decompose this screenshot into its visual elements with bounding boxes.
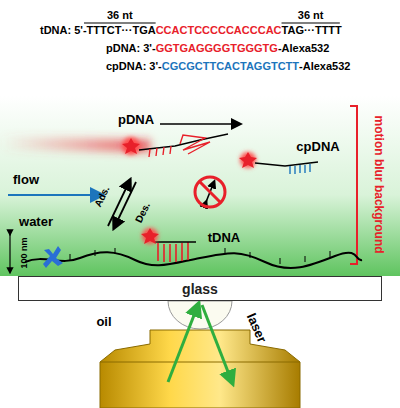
cpdna-label: cpDNA xyxy=(296,140,339,154)
sequence-part: cpDNA: 3'- xyxy=(106,60,162,72)
dna-strand xyxy=(255,162,318,166)
objective-ring xyxy=(100,362,300,363)
pdna-bases xyxy=(149,135,210,157)
dna-strand xyxy=(25,252,362,268)
oil-drop xyxy=(168,301,232,329)
sequence-part: TAG···TTTT xyxy=(282,24,342,36)
dye-glow xyxy=(240,152,256,168)
forbid-circle xyxy=(195,177,225,207)
cpdna-sequence: cpDNA: 3'-CGCGCTTCACTAGGTCTT-Alexa532 xyxy=(106,60,350,72)
length-label: 36 nt xyxy=(107,9,133,21)
dna-strand xyxy=(139,134,228,150)
slab-label: glass xyxy=(182,281,218,297)
base-ticks xyxy=(70,248,330,264)
sequence-part: pDNA: 3'- xyxy=(106,42,156,54)
pdna-label: pDNA xyxy=(118,113,154,127)
height-arrow xyxy=(9,234,10,272)
dye-glow xyxy=(142,228,158,244)
length-bracket xyxy=(282,22,340,23)
anchor-protein xyxy=(43,246,63,268)
dye-star xyxy=(239,152,257,168)
flow-arrow xyxy=(8,194,102,196)
tdna xyxy=(25,228,362,268)
hybrid-bases xyxy=(158,242,188,262)
height-label: 100 nm xyxy=(20,237,30,268)
flow-label: flow xyxy=(13,173,39,187)
glass-slab: glass xyxy=(18,276,382,301)
length-bracket xyxy=(84,22,156,23)
length-label: 36 nt xyxy=(298,9,324,21)
pdna-sequence: pDNA: 3'-GGTGAGGGGTGGGTG-Alexa532 xyxy=(106,42,329,54)
sequence-part: -Alexa532 xyxy=(299,60,350,72)
dye-star xyxy=(141,228,159,244)
cpdna xyxy=(239,152,318,174)
oil-label: oil xyxy=(96,315,111,329)
water-region xyxy=(0,96,400,276)
cpdna-bases xyxy=(290,164,310,174)
des-arrow xyxy=(114,182,136,228)
forbid-bar xyxy=(199,181,221,203)
water-label: water xyxy=(19,215,53,229)
sequence-part: GGTGAGGGGTGGGTG xyxy=(156,42,278,54)
tdna-label: tDNA xyxy=(208,231,241,245)
bound-pdna xyxy=(154,241,196,243)
sequence-part: tDNA: 5'-TTTCT···TGA xyxy=(40,24,156,36)
sequence-part: CGCGCTTCACTAGGTCTT xyxy=(162,60,299,72)
direction-arrow xyxy=(160,123,240,125)
sequence-part: -Alexa532 xyxy=(278,42,329,54)
laser-out xyxy=(202,305,232,382)
pdna-free xyxy=(122,134,228,157)
forbidden-sign xyxy=(195,177,225,207)
laser-in xyxy=(168,305,198,382)
sequence-part: CCACTCCCCCACCCAC xyxy=(156,24,282,36)
bracket xyxy=(350,106,357,264)
blur-label: motion blur background xyxy=(371,116,384,254)
dye-star xyxy=(122,138,140,154)
objective-lens xyxy=(100,330,300,408)
tdna-sequence: tDNA: 5'-TTTCT···TGACCACTCCCCCACCCACTAG·… xyxy=(40,24,342,36)
dye-glow xyxy=(122,137,140,155)
